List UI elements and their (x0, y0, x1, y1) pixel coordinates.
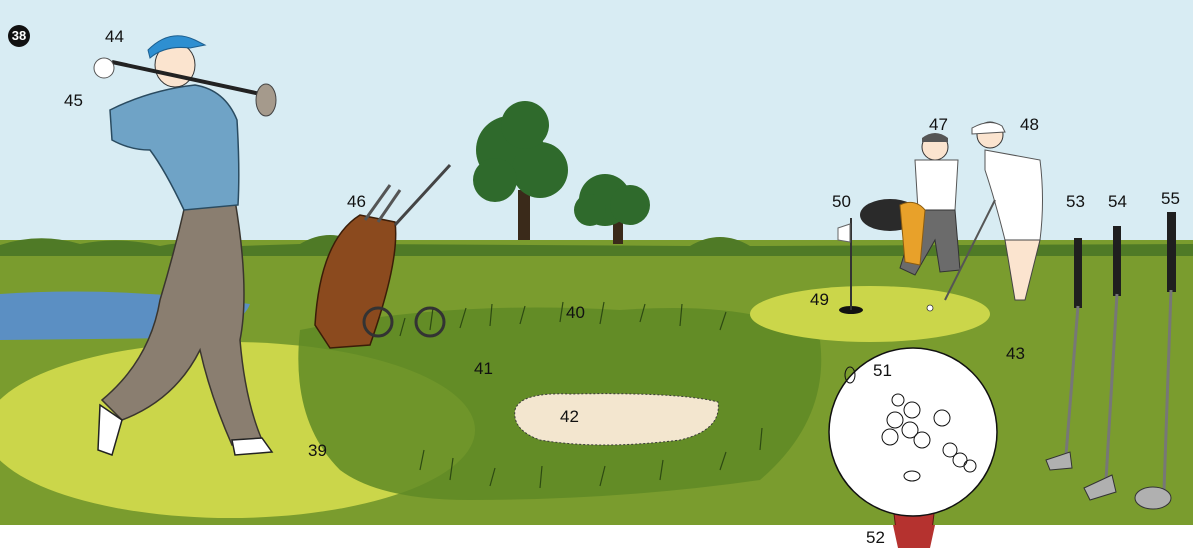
label-43: 43 (1006, 345, 1025, 362)
label-41: 41 (474, 360, 493, 377)
golf-ball-on-green (927, 305, 933, 311)
sand-bunker (515, 394, 719, 445)
figure-number-badge: 38 (8, 25, 30, 47)
putting-green (750, 286, 990, 342)
label-55: 55 (1161, 190, 1180, 207)
label-45: 45 (64, 92, 83, 109)
label-39: 39 (308, 442, 327, 459)
label-53: 53 (1066, 193, 1085, 210)
golf-ball (829, 348, 997, 516)
label-49: 49 (810, 291, 829, 308)
label-42: 42 (560, 408, 579, 425)
golfer-glove (94, 58, 114, 78)
label-50: 50 (832, 193, 851, 210)
bottom-margin (0, 525, 1193, 548)
label-52: 52 (866, 529, 885, 546)
label-48: 48 (1020, 116, 1039, 133)
label-40: 40 (566, 304, 585, 321)
label-47: 47 (929, 116, 948, 133)
label-46: 46 (347, 193, 366, 210)
label-44: 44 (105, 28, 124, 45)
label-54: 54 (1108, 193, 1127, 210)
label-51: 51 (873, 362, 892, 379)
